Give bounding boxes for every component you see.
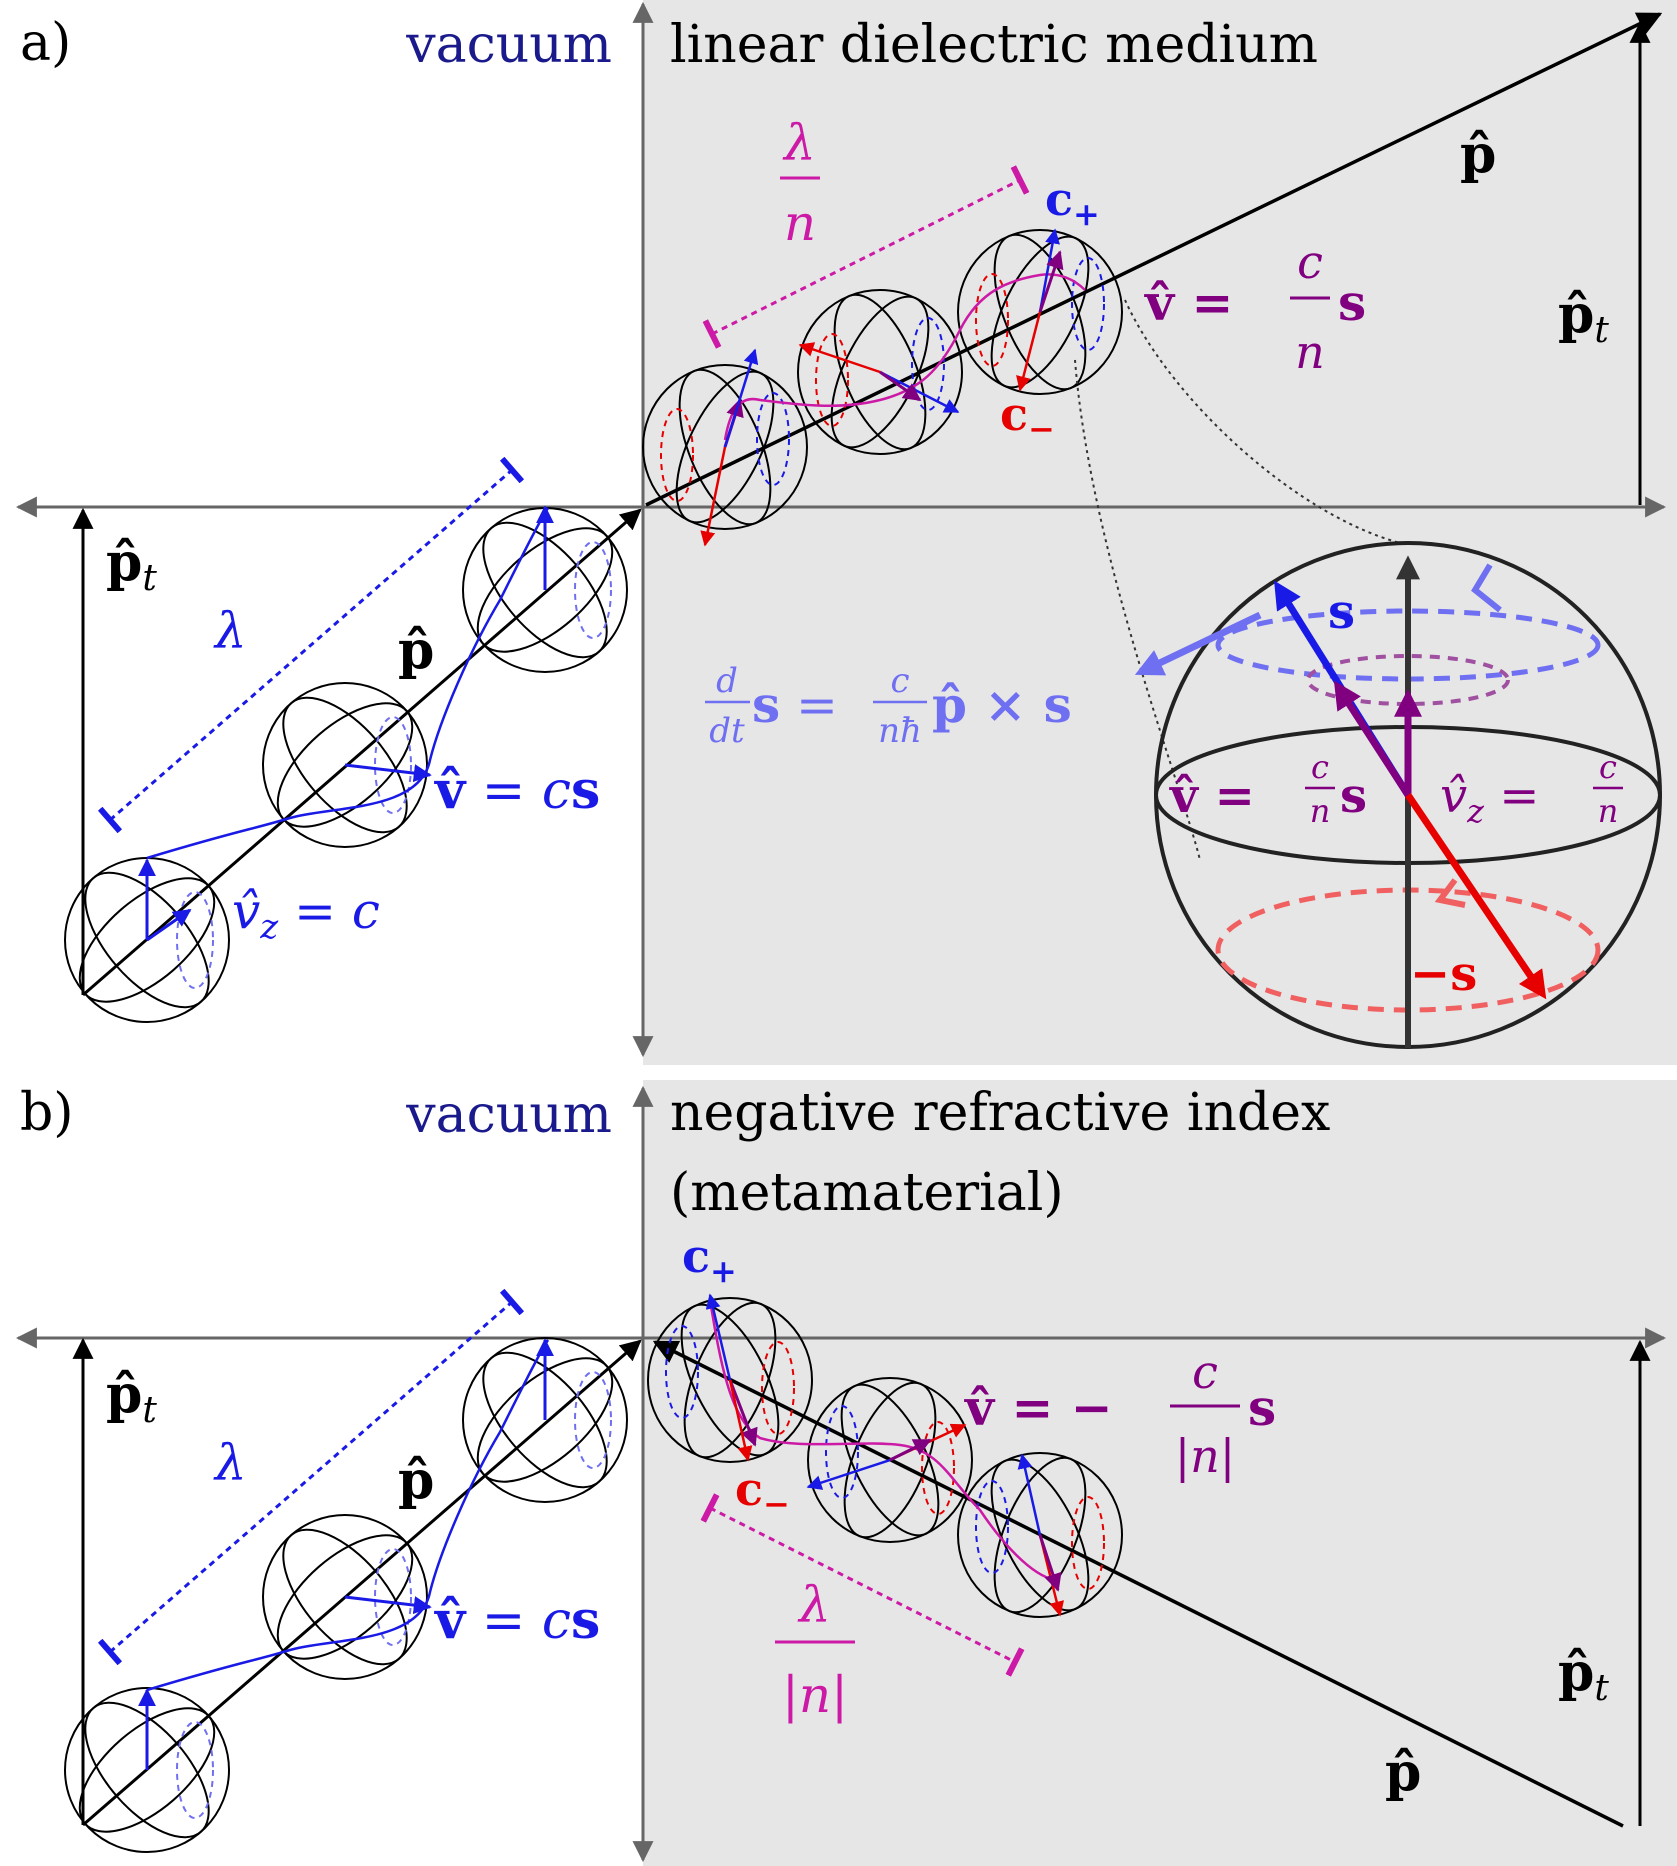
c-plus-arrow (1017, 1453, 1042, 1536)
panel-a: a) vacuum linear dielectric medium p̂ p̂… (15, 0, 1677, 1065)
c-plus-arrow (1038, 228, 1060, 313)
precession-dnum: d (716, 661, 738, 701)
medium-region-b (643, 1080, 1677, 1866)
pt-label-vacuum-b: p̂t (106, 1364, 157, 1431)
lambda-label-vacuum-b: λ (213, 1434, 247, 1492)
panel-label-a: a) (20, 13, 71, 73)
v-arrow (879, 370, 922, 402)
inset-v-arrow (1333, 680, 1411, 797)
p-label-vacuum-b: p̂ (398, 1450, 434, 1511)
v-arrow (1038, 250, 1064, 313)
spin-arrow-vacuum (344, 763, 432, 783)
precession-cnum: c (890, 661, 909, 701)
c-minus-label-a: c− (1000, 387, 1055, 448)
precession-dden: dt (709, 711, 745, 751)
sphere-icon (957, 1452, 1123, 1618)
v-arrow (889, 1438, 932, 1462)
sphere-icon (64, 1687, 230, 1853)
inset-minus-s-label: −s (1410, 946, 1477, 1002)
lambda-bar-vacuum-a (97, 456, 525, 834)
inset-v-den: n (1310, 792, 1331, 830)
lambda-num-medium-b: λ (797, 1576, 831, 1634)
sphere-icon (797, 289, 963, 455)
spin-arrow-vacuum (344, 1595, 432, 1615)
c-minus-arrow (728, 1379, 753, 1462)
pt-label-medium-a: p̂t (1558, 284, 1609, 351)
precession-rhs: p̂ × s (932, 675, 1072, 734)
v-label-medium-a: v̂ = (1144, 273, 1233, 332)
sphere-icon (462, 1337, 628, 1503)
inset-v-label: v̂ = (1169, 768, 1255, 824)
inset-v-s: s (1340, 768, 1367, 824)
medium-spheres-b (647, 1297, 1123, 1618)
c-plus-arrow (806, 1458, 891, 1490)
medium-label-b-line1: negative refractive index (670, 1083, 1330, 1143)
lambda-den-medium-b: |n| (782, 1666, 848, 1724)
inset-minus-s-arrow (1405, 793, 1547, 1000)
inset-v-num: c (1311, 748, 1329, 786)
trajectory-vacuum-b (146, 1339, 550, 1692)
panel-b: b) vacuum negative refractive index (met… (15, 1080, 1677, 1866)
inset-vz-num: c (1599, 748, 1617, 786)
medium-label-a: linear dielectric medium (670, 15, 1318, 75)
p-label-vacuum-a: p̂ (398, 620, 434, 681)
vacuum-label-b: vacuum (405, 1085, 612, 1145)
c-minus-arrow (798, 342, 881, 374)
spin-arrow-vacuum (146, 908, 192, 942)
lambda-num-medium-a: λ (782, 114, 816, 172)
vacuum-spheres-b (64, 1337, 628, 1853)
v-num-medium-a: c (1297, 235, 1323, 289)
lambda-den-medium-a: n (784, 194, 816, 252)
inset-rotation-mark (1434, 878, 1466, 908)
c-minus-arrow (1016, 311, 1042, 392)
c-plus-arrow (705, 1293, 732, 1381)
precession-s: s = (752, 675, 838, 734)
v-s-medium-b: s (1248, 1378, 1276, 1437)
c-minus-label-b: c− (735, 1462, 790, 1523)
c-plus-arrow (723, 348, 759, 448)
panel-label-b: b) (20, 1083, 74, 1143)
lambda-bar-medium-a (702, 165, 1030, 349)
inset-rotation-mark (1471, 563, 1502, 613)
c-plus-label-b: c+ (682, 1229, 737, 1290)
medium-label-b-line2: (metamaterial) (670, 1163, 1064, 1223)
pt-label-vacuum-a: p̂t (106, 532, 157, 599)
inset-sphere (1134, 541, 1662, 1049)
sphere-icon (642, 364, 808, 530)
lambda-bar-vacuum-b (97, 1288, 525, 1666)
v-label-medium-b: v̂ = − (964, 1378, 1113, 1437)
inset-vz-den: n (1598, 792, 1619, 830)
v-label-vacuum-b: v̂ = cs (434, 1590, 600, 1651)
v-den-medium-b: |n| (1175, 1429, 1236, 1483)
v-num-medium-b: c (1192, 1345, 1218, 1399)
vacuum-label-a: vacuum (405, 15, 612, 75)
inset-s-label: s (1328, 584, 1355, 640)
vz-label-vacuum-a: v̂z = c (232, 882, 380, 947)
inset-precession-arrow (1134, 611, 1262, 676)
zoom-line (1124, 299, 1409, 546)
trajectory-vacuum-a (146, 507, 550, 860)
trajectory-medium-a (723, 273, 1086, 441)
v-label-vacuum-a: v̂ = cs (434, 760, 600, 821)
sphere-icon (957, 229, 1123, 395)
p-vector-vacuum-b (82, 1339, 642, 1827)
v-arrow (1038, 1534, 1062, 1592)
sphere-icon (647, 1297, 813, 1463)
v-s-medium-a: s (1338, 273, 1366, 332)
c-plus-label-a: c+ (1045, 172, 1100, 233)
p-label-medium-a: p̂ (1460, 124, 1496, 185)
v-den-medium-a: n (1295, 325, 1325, 379)
vacuum-spheres-a (64, 507, 628, 1023)
precession-cden: nħ (878, 711, 922, 751)
c-minus-arrow (700, 446, 727, 547)
inset-vz-label: v̂z = (1440, 768, 1539, 830)
v-arrow (728, 1379, 758, 1447)
lambda-label-vacuum-a: λ (213, 602, 247, 660)
lambda-bar-medium-b (700, 1493, 1025, 1677)
medium-spheres-a (642, 229, 1123, 530)
pt-label-medium-b: p̂t (1558, 1642, 1609, 1709)
p-label-medium-b: p̂ (1385, 1742, 1421, 1803)
